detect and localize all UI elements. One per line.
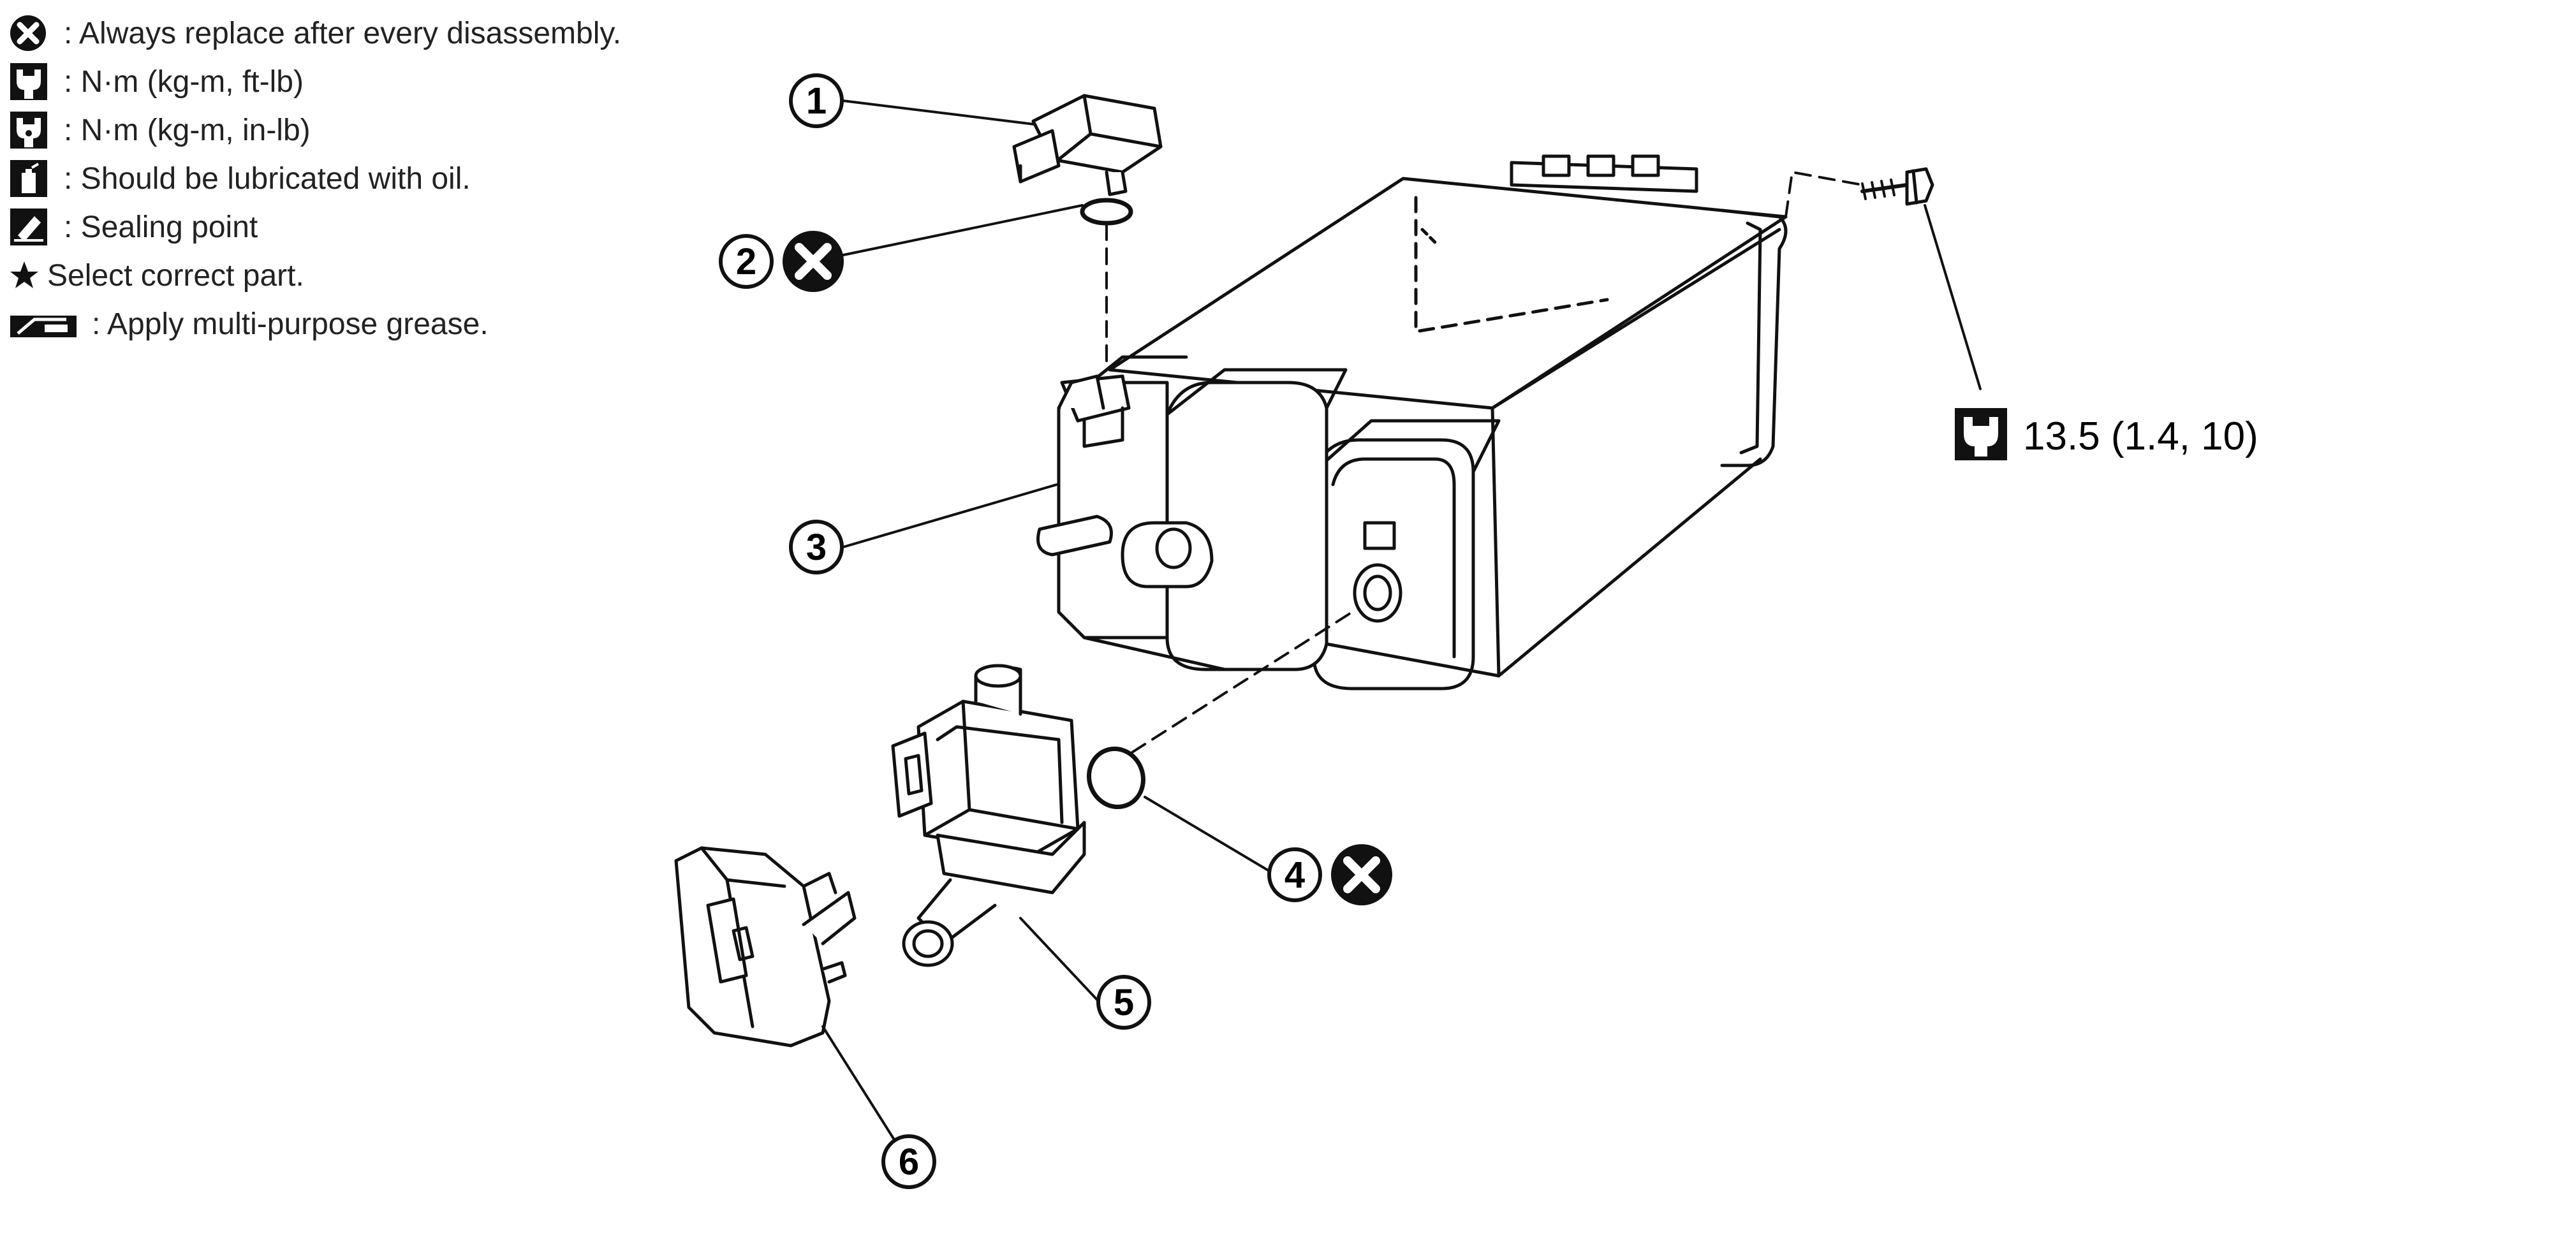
replace-x-icon xyxy=(9,12,64,54)
callout-number: 1 xyxy=(806,80,827,122)
callout-number: 6 xyxy=(899,1141,919,1183)
callout-3: 3 xyxy=(789,520,844,574)
vent-control-valve-part-5 xyxy=(891,664,1086,967)
legend-item-star: Select correct part. xyxy=(9,251,710,300)
sealant-icon xyxy=(9,206,64,248)
torque-wrench-small-icon xyxy=(9,109,64,151)
legend-item-oil: : Should be lubricated with oil. xyxy=(9,154,710,203)
o-ring-part-4 xyxy=(1087,746,1145,810)
o-ring-part-2 xyxy=(1080,198,1133,226)
bracket-part-3 xyxy=(1057,374,1105,410)
pressure-sensor-part-1 xyxy=(1012,94,1163,196)
legend-text: : Always replace after every disassembly… xyxy=(64,16,622,50)
callout-number: 5 xyxy=(1114,982,1134,1023)
legend-text: : Apply multi-purpose grease. xyxy=(92,307,489,341)
legend-item-torque-in-lb: : N·m (kg-m, in-lb) xyxy=(9,106,710,154)
legend-text: : N·m (kg-m, ft-lb) xyxy=(64,64,304,99)
legend-item-grease: : Apply multi-purpose grease. xyxy=(9,300,710,348)
grease-icon xyxy=(9,303,92,345)
callout-4: 4 xyxy=(1267,844,1392,905)
legend: : Always replace after every disassembly… xyxy=(9,9,710,348)
oil-can-icon xyxy=(9,157,64,200)
replace-x-icon xyxy=(783,231,844,292)
torque-spec: 13.5 (1.4, 10) xyxy=(1955,408,2258,460)
legend-text: : Sealing point xyxy=(64,210,258,244)
legend-item-replace: : Always replace after every disassembly… xyxy=(9,9,710,57)
callout-number: 3 xyxy=(806,527,827,568)
callout-2: 2 xyxy=(719,231,844,292)
canister-body xyxy=(1036,154,1788,691)
callout-5: 5 xyxy=(1096,975,1151,1030)
legend-text: Select correct part. xyxy=(47,258,304,293)
callout-number: 4 xyxy=(1284,854,1305,896)
legend-text: : N·m (kg-m, in-lb) xyxy=(64,113,311,147)
legend-text: : Should be lubricated with oil. xyxy=(64,161,471,196)
torque-wrench-icon xyxy=(9,61,64,103)
replace-x-icon xyxy=(1331,844,1392,905)
bolt xyxy=(1860,167,1934,206)
callout-6: 6 xyxy=(881,1134,936,1189)
legend-item-torque-ft-lb: : N·m (kg-m, ft-lb) xyxy=(9,57,710,106)
torque-value: 13.5 (1.4, 10) xyxy=(2023,414,2258,458)
callout-number: 2 xyxy=(736,241,756,282)
callout-1: 1 xyxy=(789,73,844,128)
star-icon xyxy=(9,254,47,296)
bracket-part-6 xyxy=(674,846,857,1048)
torque-wrench-icon xyxy=(1955,408,2007,460)
legend-item-sealant: : Sealing point xyxy=(9,203,710,251)
